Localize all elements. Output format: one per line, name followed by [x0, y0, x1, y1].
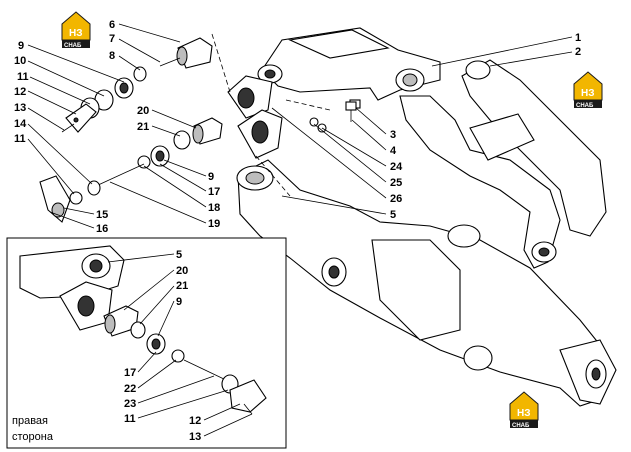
- inset-callout-5: 5: [176, 249, 182, 261]
- inset-callout-21: 21: [176, 280, 188, 292]
- inset-callout-9: 9: [176, 296, 182, 308]
- logo-bottom-right: НЗ СНАБ: [509, 391, 539, 429]
- assembly-axis-3: [285, 99, 331, 111]
- inset-callout-22: 22: [124, 383, 136, 395]
- inset-callout-12: 12: [189, 415, 201, 427]
- callout-21: 21: [137, 121, 149, 133]
- inset-callout-13: 13: [189, 431, 201, 443]
- callout-17: 17: [208, 186, 220, 198]
- svg-text:НЗ: НЗ: [517, 408, 531, 419]
- callout-1: 1: [575, 32, 581, 44]
- assembly-axis-2: [255, 155, 291, 197]
- callout-12: 12: [14, 86, 26, 98]
- callout-25: 25: [390, 177, 402, 189]
- assembly-axis-1: [211, 33, 231, 93]
- bolt-washer-set: [309, 101, 357, 133]
- callout-4: 4: [390, 145, 397, 157]
- callout-7: 7: [109, 33, 115, 45]
- axle-support-lower: [399, 59, 607, 269]
- svg-text:СНАБ: СНАБ: [512, 423, 530, 429]
- inset-callout-20: 20: [176, 265, 188, 277]
- callout-9-b: 9: [208, 171, 214, 183]
- logo-right: НЗ СНАБ: [573, 71, 603, 109]
- inset-callout-23: 23: [124, 398, 136, 410]
- callout-6: 6: [109, 19, 115, 31]
- callout-18: 18: [208, 202, 220, 214]
- callout-5: 5: [390, 209, 396, 221]
- inset-callout-17: 17: [124, 367, 136, 379]
- axle-housing: [236, 159, 617, 407]
- callout-14: 14: [14, 118, 27, 130]
- inset-callout-11: 11: [124, 413, 136, 425]
- logo-mark: НЗ: [69, 28, 83, 39]
- callout-20: 20: [137, 105, 149, 117]
- callout-11-b: 11: [14, 133, 26, 145]
- callout-2: 2: [575, 46, 581, 58]
- logo-top-left: НЗ СНАБ: [61, 11, 91, 49]
- axle-support-upper: [257, 27, 441, 109]
- callout-19: 19: [208, 218, 220, 230]
- inset-caption-line-1: правая: [12, 415, 48, 427]
- callout-11-a: 11: [17, 71, 29, 83]
- svg-text:СНАБ: СНАБ: [576, 103, 594, 109]
- callout-9: 9: [18, 40, 24, 52]
- callout-15: 15: [96, 209, 108, 221]
- inset-right-side: [6, 237, 287, 449]
- callouts-inset: 5 20 21 9 17 22 23 11 12 13 правая сторо…: [12, 249, 253, 443]
- callout-13: 13: [14, 102, 26, 114]
- logo-word: СНАБ: [64, 43, 82, 49]
- inset-caption-line-2: сторона: [12, 431, 54, 443]
- callout-24: 24: [390, 161, 403, 173]
- bushing-bearing-upper: [39, 117, 223, 223]
- callout-3: 3: [390, 129, 396, 141]
- callout-26: 26: [390, 193, 402, 205]
- pin-assembly-upper: [61, 37, 213, 133]
- callouts-upper: 6 7 8 9 10 11 12 13 14 11 15 16 20 21 9 …: [14, 19, 581, 235]
- callout-16: 16: [96, 223, 108, 235]
- callout-10: 10: [14, 55, 26, 67]
- svg-text:НЗ: НЗ: [581, 88, 595, 99]
- callout-8: 8: [109, 50, 115, 62]
- pivot-bracket-upper: [227, 75, 283, 159]
